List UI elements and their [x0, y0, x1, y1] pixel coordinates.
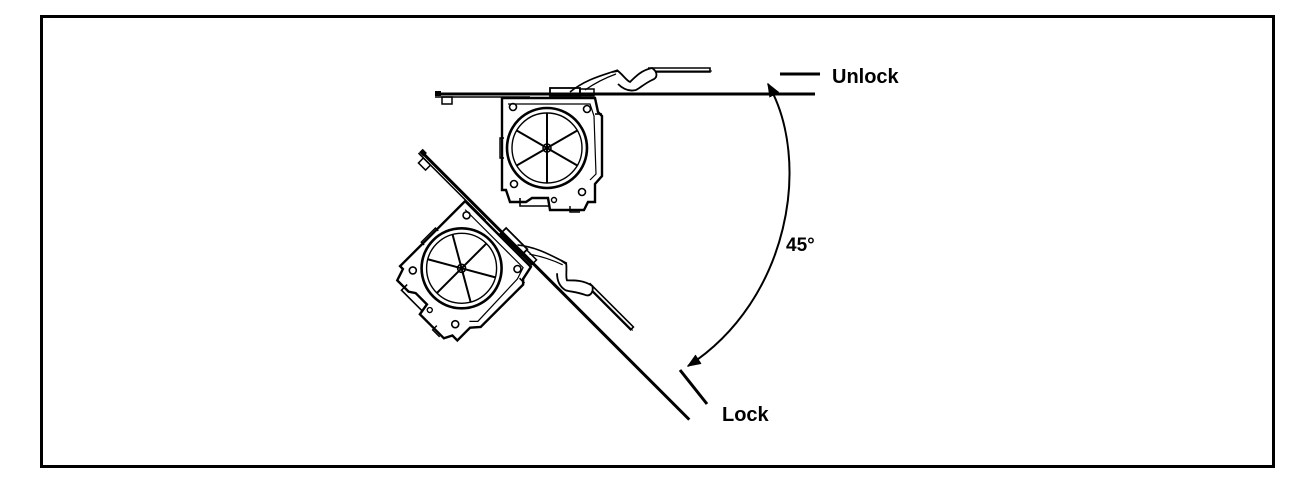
figure-frame	[40, 15, 1275, 468]
lock-label: Lock	[722, 404, 769, 426]
actuator-lock-position	[335, 131, 710, 490]
angle-label: 45°	[786, 235, 815, 256]
unlock-label: Unlock	[832, 66, 899, 88]
angle-arc-arrow	[686, 82, 791, 367]
lock-reference-line	[678, 369, 709, 405]
actuator-unlock-position	[433, 66, 817, 214]
